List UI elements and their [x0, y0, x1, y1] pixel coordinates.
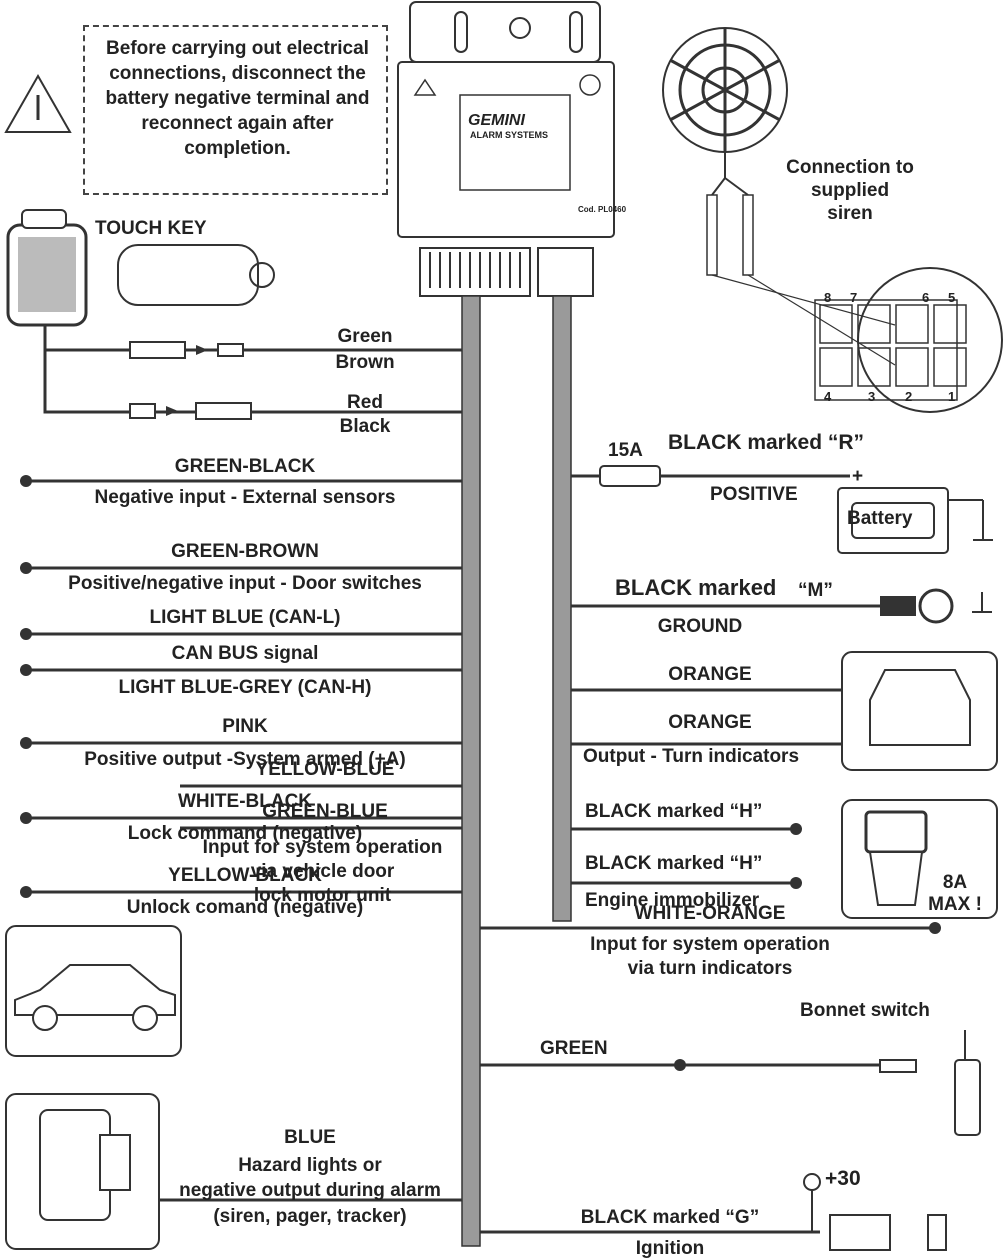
immobilizer-relay-icon	[841, 799, 998, 919]
module-brand: GEMINI	[468, 112, 525, 129]
immobilizer-label: Engine immobilizer	[585, 890, 760, 911]
pin-1: 1	[948, 389, 956, 404]
wire-light-blue-grey-label: LIGHT BLUE-GREY (CAN-H)	[118, 677, 372, 698]
wire-orange-2-label: ORANGE	[668, 712, 752, 733]
battery-label: Battery	[847, 508, 913, 529]
wire-yellow-blue-label: YELLOW-BLUE	[255, 759, 395, 780]
touch-key-label: TOUCH KEY	[95, 218, 207, 239]
hazard-line-2: negative output during alarm	[179, 1180, 441, 1201]
fuse-icon	[599, 465, 661, 487]
wire-white-black-label: WHITE-BLACK	[177, 791, 313, 812]
hazard-line-3: (siren, pager, tracker)	[213, 1206, 407, 1227]
wire-pink-label: PINK	[222, 716, 268, 737]
positive-label: POSITIVE	[710, 484, 798, 505]
wire-green-black-desc: Negative input - External sensors	[94, 487, 396, 508]
main-harness-cable	[461, 295, 481, 1247]
module-code: Cod. PL0460	[578, 205, 627, 214]
turn-output-desc: Output - Turn indicators	[583, 746, 800, 767]
warning-text: Before carrying out electrical connectio…	[105, 38, 370, 159]
module-subbrand: ALARM SYSTEMS	[470, 130, 549, 140]
pin-4: 4	[824, 389, 832, 404]
ground-terminal-icon	[880, 588, 992, 624]
wire-green-black-label: GREEN-BLACK	[174, 456, 316, 477]
warning-triangle-icon	[4, 73, 72, 133]
bonnet-switch-icon	[879, 1030, 981, 1136]
wire-white-black-desc: Lock command (negative)	[127, 823, 363, 844]
ignition-switch-icon	[803, 1173, 947, 1251]
siren-icon	[662, 27, 788, 276]
connector-teeth	[429, 252, 521, 288]
wire-black-h-2-label: BLACK marked “H”	[585, 853, 763, 874]
wire-green-label: Green	[337, 326, 393, 347]
wire-red-label: Red	[347, 392, 383, 413]
wire-green-blue-label: GREEN-BLUE	[262, 801, 388, 822]
door-input-line-1: Input for system operation	[202, 837, 443, 858]
pin-7: 7	[850, 290, 858, 305]
wire-green-brown-label: GREEN-BROWN	[171, 541, 319, 562]
hazard-line-1: Hazard lights or	[238, 1155, 382, 1176]
wire-yellow-black-label: YELLOW-BLACK	[168, 865, 322, 886]
touch-key-wires	[43, 325, 462, 414]
right-wire-dots	[674, 823, 941, 1071]
car-front-icon	[841, 651, 998, 771]
wire-brown-label: Brown	[335, 352, 395, 373]
touch-key-connectors	[129, 341, 252, 420]
pin-8: 8	[824, 290, 832, 305]
battery-plus-label: +	[852, 466, 864, 487]
turn-input-line-2: via turn indicators	[627, 958, 793, 979]
wire-black-r-label: BLACK marked “R”	[668, 431, 865, 454]
pin-6: 6	[922, 290, 930, 305]
bonnet-switch-label: Bonnet switch	[800, 1000, 930, 1021]
wire-green-brown-desc: Positive/negative input - Door switches	[68, 573, 422, 594]
plus30-label: +30	[825, 1167, 861, 1190]
wire-end-dots	[20, 475, 32, 898]
ground-label: GROUND	[657, 616, 743, 637]
wire-green-right-label: GREEN	[540, 1038, 608, 1059]
secondary-harness-cable	[552, 295, 572, 922]
siren-label-2: supplied	[810, 180, 890, 201]
pin-5: 5	[948, 290, 956, 305]
wire-blue-label: BLUE	[284, 1127, 336, 1148]
wire-orange-1-label: ORANGE	[668, 664, 752, 685]
wire-black-m-mark: “M”	[798, 580, 833, 601]
hazard-module-icon	[5, 1093, 160, 1250]
left-wires	[26, 479, 462, 1202]
wire-black-g-label: BLACK marked “G”	[580, 1207, 760, 1228]
ignition-label: Ignition	[635, 1238, 705, 1259]
wire-white-orange-label: WHITE-ORANGE	[634, 903, 786, 924]
fuse-label: 15A	[608, 440, 643, 461]
wire-black-m-label: BLACK marked	[615, 575, 777, 600]
touch-key-icon	[6, 209, 275, 327]
wire-black-h-1-label: BLACK marked “H”	[585, 801, 763, 822]
wire-yellow-black-desc: Unlock comand (negative)	[126, 897, 364, 918]
turn-input-line-1: Input for system operation	[590, 934, 830, 955]
siren-label-1: Connection to	[786, 157, 914, 178]
wire-can-bus-label: CAN BUS signal	[171, 643, 319, 664]
pin-2: 2	[905, 389, 913, 404]
battery-icon	[837, 487, 993, 554]
pin-3: 3	[868, 389, 876, 404]
door-input-line-3: lock motor unit	[253, 885, 392, 906]
wire-light-blue-label: LIGHT BLUE (CAN-L)	[149, 607, 341, 628]
siren-connector-detail	[711, 267, 1003, 413]
warning-box	[83, 25, 388, 195]
siren-label-3: siren	[827, 203, 873, 224]
wire-pink-desc: Positive output -System armed (+A)	[84, 749, 406, 770]
control-module	[397, 1, 615, 297]
wire-black-label: Black	[339, 416, 391, 437]
max-current-line-1: 8A	[942, 872, 968, 893]
car-side-icon	[5, 925, 182, 1057]
max-current-line-2: MAX !	[928, 894, 982, 915]
door-input-line-2: via vehicle door	[250, 861, 395, 882]
